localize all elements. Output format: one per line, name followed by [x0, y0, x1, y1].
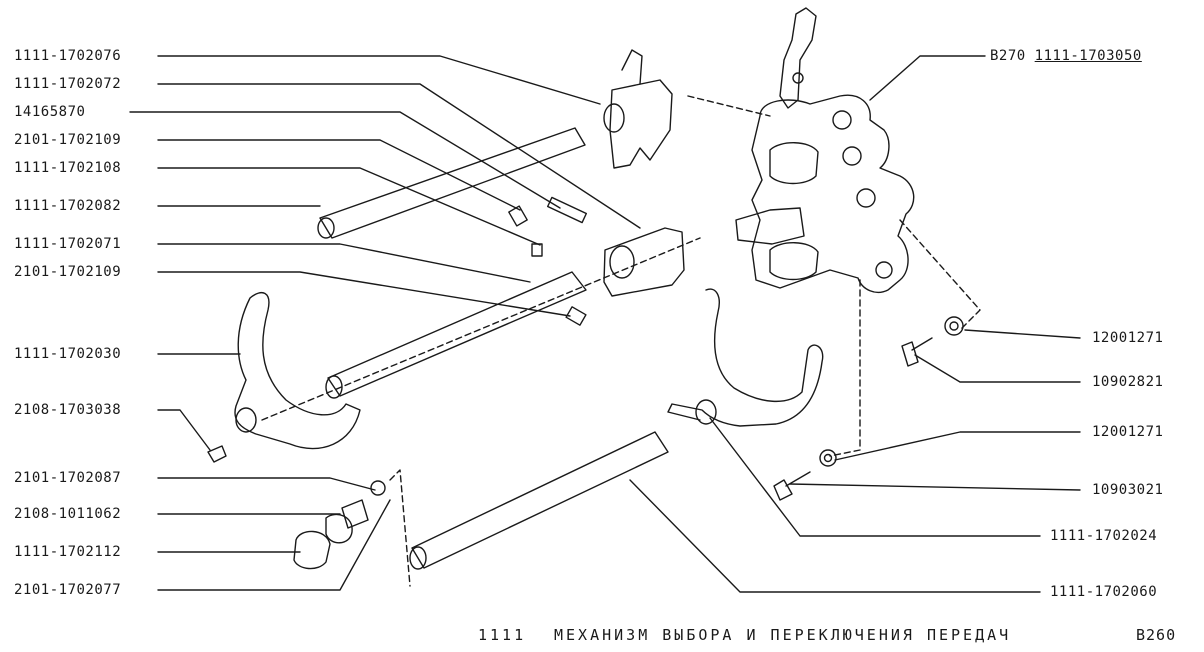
part-label: 2108-1011062: [14, 506, 122, 522]
part-label: 12001271: [1092, 330, 1164, 346]
shift-fork-left: [207, 291, 361, 463]
footer-model: 1111: [478, 626, 527, 644]
part-label: 1111-1702071: [14, 236, 122, 252]
part-label: 10903021: [1092, 482, 1164, 498]
part-label: 2101-1702109: [14, 132, 122, 148]
part-label: 1111-1702112: [14, 544, 122, 560]
part-label: 12001271: [1092, 424, 1164, 440]
shift-rod-middle: [325, 271, 587, 399]
assembly-reference: B270 1111-1703050: [990, 48, 1142, 64]
part-label: 1111-1702072: [14, 76, 122, 92]
selector-rod-upper: [317, 127, 586, 239]
interlock-pins: [508, 196, 588, 326]
part-label: 1111-1702082: [14, 198, 122, 214]
leader-lines-left: [129, 55, 641, 591]
footer-page: B260: [1136, 626, 1177, 644]
part-label: 1111-1702060: [1050, 584, 1158, 600]
shift-lever-bracket: [603, 49, 673, 169]
selector-sleeve: [603, 227, 685, 297]
assembly-dashed-lines: [261, 95, 981, 587]
selector-housing: [735, 94, 915, 294]
part-label: 1111-1702030: [14, 346, 122, 362]
fasteners: [773, 316, 964, 501]
selector-lever: [779, 7, 817, 109]
part-label: 1111-1702076: [14, 48, 122, 64]
part-label: 10902821: [1092, 374, 1164, 390]
part-label: 2108-1703038: [14, 402, 122, 418]
shift-rod-lower: [409, 431, 669, 570]
part-label: 2101-1702077: [14, 582, 122, 598]
detent-assembly: [293, 480, 386, 570]
part-label: 1111-1702024: [1050, 528, 1158, 544]
part-label: 1111-1702108: [14, 160, 122, 176]
footer-title: МЕХАНИЗМ ВЫБОРА И ПЕРЕКЛЮЧЕНИЯ ПЕРЕДАЧ: [554, 626, 1012, 644]
shift-fork-right: [667, 288, 824, 427]
assembly-ref-prefix: B270: [990, 48, 1026, 64]
assembly-ref-number: 1111-1703050: [1034, 48, 1142, 64]
part-label: 2101-1702109: [14, 264, 122, 280]
part-label: 2101-1702087: [14, 470, 122, 486]
leader-lines-right: [629, 55, 1081, 593]
part-label: 14165870: [14, 104, 86, 120]
